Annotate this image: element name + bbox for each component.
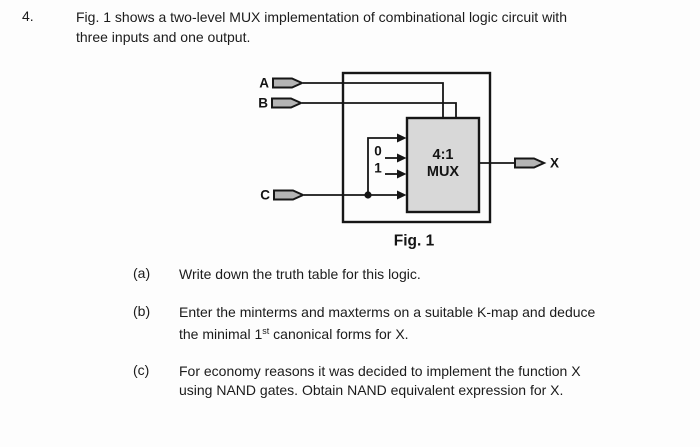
- question-part-c: (c) For economy reasons it was decided t…: [133, 362, 679, 399]
- arrowhead-const1-icon: [397, 169, 407, 179]
- figure-1-diagram: 4:1 MUX 0 1 A B C X Fig. 1: [258, 71, 559, 250]
- mux-block: [405, 116, 481, 214]
- wire-b-select: [302, 102, 457, 118]
- part-b-line-1: Enter the minterms and maxterms on a sui…: [179, 304, 596, 320]
- const-1-label: 1: [374, 161, 382, 176]
- output-pin-x-icon: [514, 157, 547, 169]
- part-b-label: (b): [133, 303, 151, 319]
- part-a-text: Write down the truth table for this logi…: [179, 265, 679, 284]
- const-0-label: 0: [374, 144, 382, 159]
- mux-label-name: MUX: [427, 164, 460, 180]
- part-a-line-1: Write down the truth table for this logi…: [179, 266, 421, 282]
- input-pin-c-icon: [273, 189, 306, 201]
- circuit-outer-box: [341, 71, 492, 224]
- arrowhead-const0-icon: [397, 153, 407, 163]
- part-c-label: (c): [133, 362, 150, 378]
- mux-label-ratio: 4:1: [433, 147, 454, 163]
- input-c-label: C: [260, 188, 270, 203]
- intro-line-1: Fig. 1 shows a two-level MUX implementat…: [76, 9, 567, 25]
- wire-junction-dot: [364, 191, 372, 199]
- part-c-text: For economy reasons it was decided to im…: [179, 362, 679, 399]
- input-pin-b-icon: [271, 97, 304, 109]
- part-c-line-2: using NAND gates. Obtain NAND equivalent…: [179, 381, 564, 398]
- question-part-a: (a) Write down the truth table for this …: [133, 265, 679, 284]
- part-b-line-2: the minimal 1st canonical forms for X.: [179, 322, 679, 344]
- arrowhead-d0-icon: [397, 133, 407, 143]
- input-b-label: B: [258, 96, 268, 111]
- arrowhead-d3-icon: [397, 190, 407, 200]
- part-b-line-2-post: canonical forms for X.: [269, 325, 409, 342]
- input-pin-a-icon: [272, 77, 305, 89]
- intro-line-2: three inputs and one output.: [76, 28, 251, 45]
- question-part-b: (b) Enter the minterms and maxterms on a…: [133, 303, 679, 343]
- wire-a-select: [303, 82, 444, 118]
- question-number: 4.: [22, 8, 34, 24]
- figure-caption: Fig. 1: [394, 233, 435, 250]
- part-b-line-2-pre: the minimal 1: [179, 325, 263, 342]
- part-c-line-1: For economy reasons it was decided to im…: [179, 363, 581, 379]
- part-b-text: Enter the minterms and maxterms on a sui…: [179, 303, 679, 343]
- question-intro: Fig. 1 shows a two-level MUX implementat…: [76, 8, 676, 47]
- input-a-label: A: [259, 76, 269, 91]
- part-b-ordinal-superscript: st: [262, 325, 270, 336]
- wire-c-branch-up: [367, 137, 398, 195]
- output-x-label: X: [550, 156, 559, 171]
- part-a-label: (a): [133, 265, 151, 281]
